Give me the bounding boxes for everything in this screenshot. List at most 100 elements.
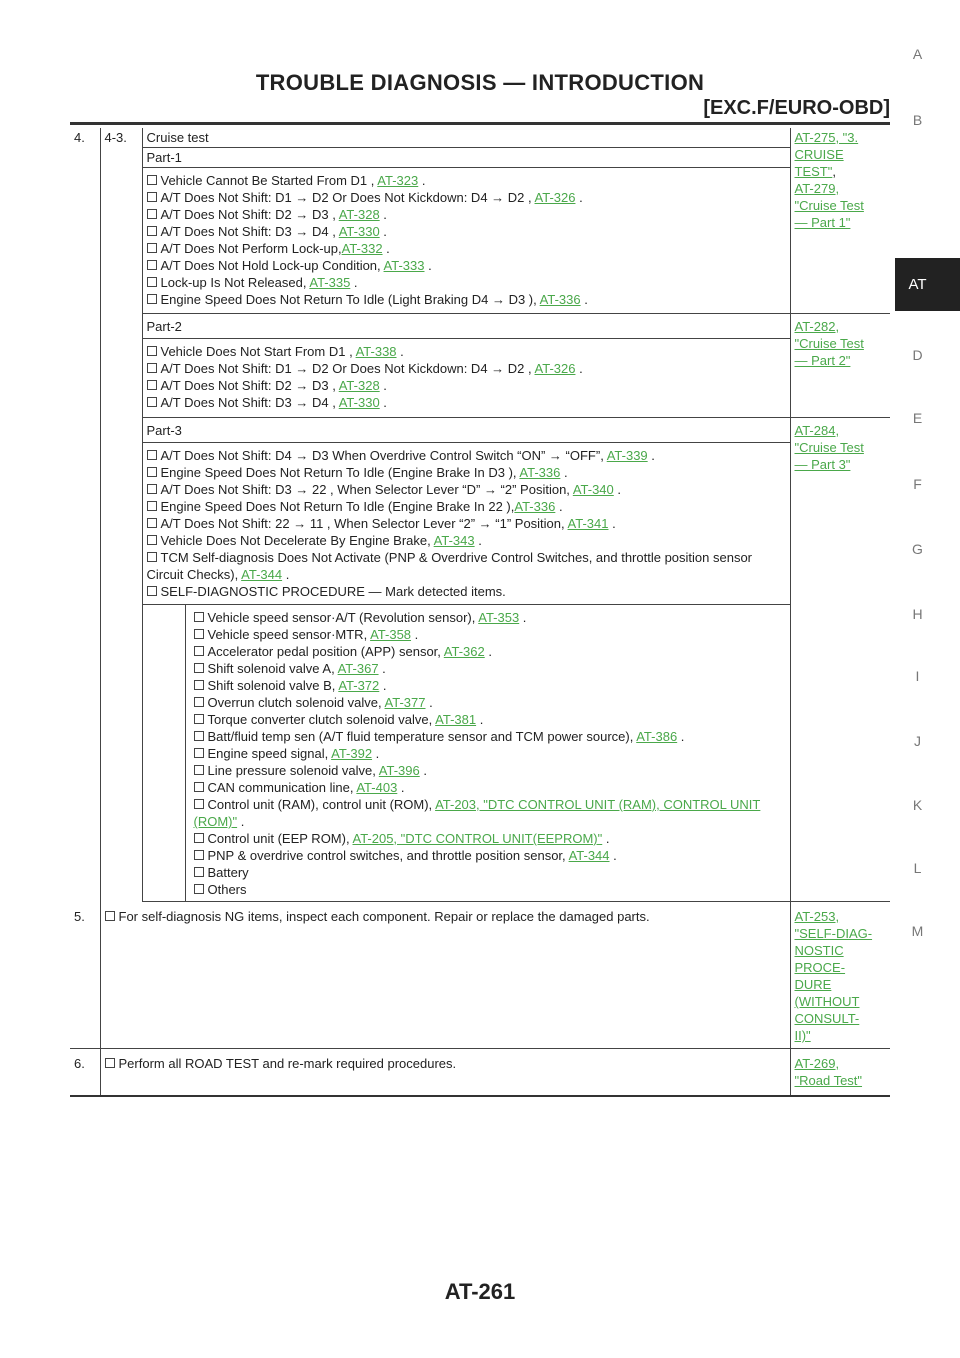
checkbox-icon[interactable] (146, 192, 157, 202)
checkbox-icon[interactable] (146, 501, 157, 511)
reference-link-line[interactable]: "Cruise Test (794, 198, 864, 213)
checkbox-icon[interactable] (146, 518, 157, 528)
checkbox-icon[interactable] (193, 748, 204, 758)
reference-link[interactable]: AT-386 (636, 729, 678, 744)
checkbox-icon[interactable] (146, 450, 157, 460)
section-tab-i[interactable]: I (915, 668, 920, 684)
section-tab-h[interactable]: H (912, 606, 923, 622)
reference-link[interactable]: AT-340 (572, 482, 614, 497)
checkbox-icon[interactable] (193, 646, 204, 656)
section-tab-f[interactable]: F (913, 476, 922, 492)
reference-link-line[interactable]: "Cruise Test (794, 336, 864, 351)
ref-link-cruise-part1[interactable]: AT-275, "3. CRUISE TEST", AT-279, "Cruis… (789, 128, 890, 314)
reference-link-line[interactable]: CRUISE (794, 147, 844, 162)
reference-link[interactable]: AT-344 (241, 567, 283, 582)
reference-link-line[interactable]: (WITHOUT (794, 994, 860, 1009)
checkbox-icon[interactable] (193, 629, 204, 639)
checkbox-icon[interactable] (146, 552, 157, 562)
reference-link[interactable]: AT-332 (341, 241, 383, 256)
reference-link[interactable]: AT-344 (568, 848, 610, 863)
reference-link[interactable]: AT-328 (338, 207, 380, 222)
checkbox-icon[interactable] (146, 380, 157, 390)
checkbox-icon[interactable] (193, 680, 204, 690)
reference-link[interactable]: AT-396 (378, 763, 420, 778)
checkbox-icon[interactable] (193, 799, 204, 809)
checkbox-icon[interactable] (193, 867, 204, 877)
checkbox-icon[interactable] (193, 765, 204, 775)
reference-link[interactable]: AT-203, "DTC CONTROL UNIT (RAM), CONTROL… (193, 797, 761, 829)
reference-link[interactable]: AT-326 (534, 190, 576, 205)
reference-link[interactable]: AT-205, "DTC CONTROL UNIT(EEPROM)" (352, 831, 603, 846)
checkbox-icon[interactable] (104, 1058, 115, 1068)
checkbox-icon[interactable] (146, 535, 157, 545)
section-tab-j[interactable]: J (914, 733, 921, 749)
reference-link-line[interactable]: II)" (794, 1028, 811, 1043)
checkbox-icon[interactable] (193, 697, 204, 707)
reference-link[interactable]: AT-323 (377, 173, 419, 188)
ref-link-road-test[interactable]: AT-269, "Road Test" (789, 1048, 890, 1097)
reference-link[interactable]: AT-341 (567, 516, 609, 531)
section-tab-k[interactable]: K (912, 797, 923, 813)
reference-link[interactable]: AT-328 (338, 378, 380, 393)
ref-link-cruise-part3[interactable]: AT-284, "Cruise Test — Part 3" (789, 417, 890, 902)
section-tab-m[interactable]: M (911, 923, 924, 939)
reference-link[interactable]: AT-330 (338, 395, 380, 410)
checkbox-icon[interactable] (193, 714, 204, 724)
checkbox-icon[interactable] (146, 586, 157, 596)
reference-link-line[interactable]: CONSULT- (794, 1011, 860, 1026)
reference-link[interactable]: AT-392 (331, 746, 373, 761)
checkbox-icon[interactable] (193, 731, 204, 741)
reference-link-line[interactable]: NOSTIC (794, 943, 844, 958)
section-tab-at[interactable]: AT (895, 258, 960, 311)
reference-link-line[interactable]: — Part 2" (794, 353, 851, 368)
checkbox-icon[interactable] (146, 226, 157, 236)
checkbox-icon[interactable] (146, 363, 157, 373)
reference-link[interactable]: AT-338 (355, 344, 397, 359)
checkbox-icon[interactable] (146, 346, 157, 356)
reference-link-line[interactable]: — Part 1" (794, 215, 851, 230)
checkbox-icon[interactable] (193, 833, 204, 843)
reference-link-line[interactable]: AT-282, (794, 319, 840, 334)
reference-link[interactable]: AT-362 (443, 644, 485, 659)
reference-link[interactable]: AT-326 (534, 361, 576, 376)
section-tab-e[interactable]: E (912, 410, 923, 426)
checkbox-icon[interactable] (104, 911, 115, 921)
reference-link[interactable]: AT-336 (514, 499, 556, 514)
reference-link-line[interactable]: TEST" (794, 164, 833, 179)
reference-link[interactable]: AT-358 (370, 627, 412, 642)
ref-link-self-diag[interactable]: AT-253, "SELF-DIAG-NOSTIC PROCE-DURE (WI… (789, 901, 890, 1049)
checkbox-icon[interactable] (146, 484, 157, 494)
reference-link[interactable]: AT-377 (384, 695, 426, 710)
checkbox-icon[interactable] (193, 884, 204, 894)
reference-link[interactable]: AT-353 (478, 610, 520, 625)
section-tab-b[interactable]: B (912, 112, 923, 128)
reference-link[interactable]: AT-381 (435, 712, 477, 727)
checkbox-icon[interactable] (193, 782, 204, 792)
reference-link-line[interactable]: "Road Test" (794, 1073, 863, 1088)
checkbox-icon[interactable] (146, 243, 157, 253)
checkbox-icon[interactable] (146, 260, 157, 270)
reference-link[interactable]: AT-330 (338, 224, 380, 239)
reference-link[interactable]: AT-335 (309, 275, 351, 290)
reference-link[interactable]: AT-403 (356, 780, 398, 795)
checkbox-icon[interactable] (146, 175, 157, 185)
reference-link[interactable]: AT-336 (539, 292, 581, 307)
reference-link-line[interactable]: "SELF-DIAG- (794, 926, 873, 941)
reference-link-line[interactable]: AT-275, "3. (794, 130, 859, 145)
checkbox-icon[interactable] (146, 209, 157, 219)
reference-link[interactable]: AT-333 (383, 258, 425, 273)
checkbox-icon[interactable] (193, 612, 204, 622)
checkbox-icon[interactable] (193, 850, 204, 860)
checkbox-icon[interactable] (146, 467, 157, 477)
reference-link[interactable]: AT-339 (606, 448, 648, 463)
reference-link-line[interactable]: "Cruise Test (794, 440, 864, 455)
reference-link[interactable]: AT-343 (433, 533, 475, 548)
reference-link-line[interactable]: PROCE- (794, 960, 846, 975)
reference-link[interactable]: AT-367 (337, 661, 379, 676)
reference-link-line[interactable]: — Part 3" (794, 457, 851, 472)
section-tab-d[interactable]: D (912, 347, 923, 363)
checkbox-icon[interactable] (146, 397, 157, 407)
reference-link-line[interactable]: DURE (794, 977, 832, 992)
reference-link[interactable]: AT-372 (338, 678, 380, 693)
reference-link[interactable]: AT-336 (519, 465, 561, 480)
